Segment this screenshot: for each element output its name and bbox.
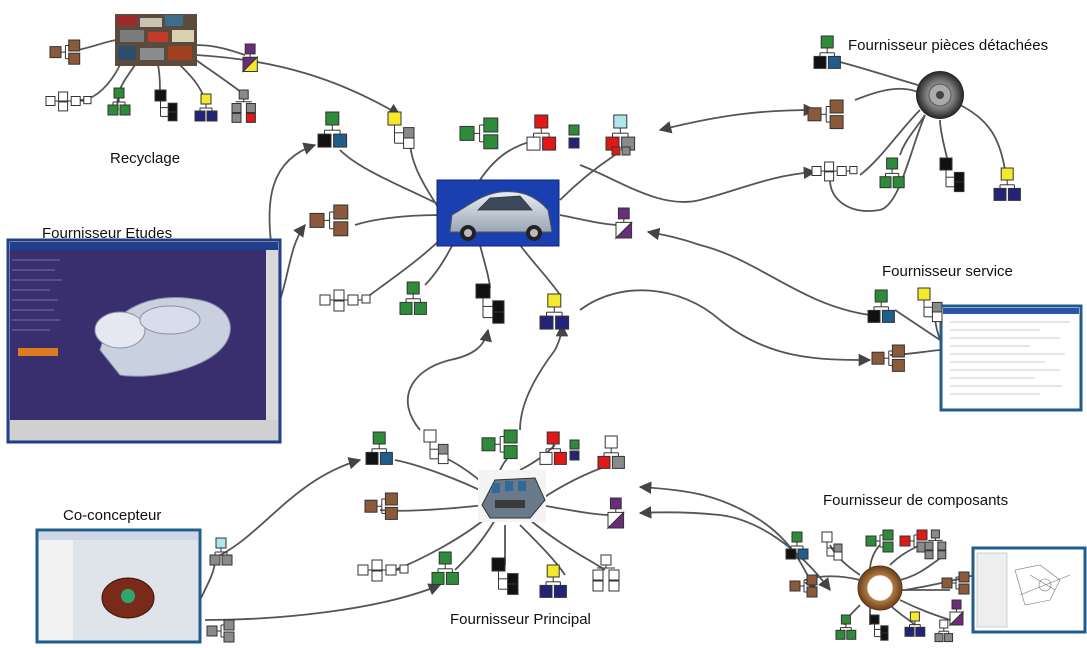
label-recyclage: Recyclage [110, 150, 180, 167]
tire-image [916, 71, 964, 119]
org-chart-icon [231, 89, 256, 123]
label-fournisseur-pieces: Fournisseur pièces détachées [848, 37, 1048, 54]
org-chart-icon [993, 167, 1021, 201]
org-chart-icon [364, 492, 398, 520]
org-chart-icon [611, 146, 631, 156]
label-fournisseur-etudes: Fournisseur Etudes [42, 225, 172, 242]
org-chart-icon [811, 161, 858, 182]
org-chart-icon [459, 117, 499, 150]
org-chart-icon [399, 281, 427, 315]
org-chart-icon [865, 529, 894, 553]
org-chart-icon [813, 35, 841, 69]
org-chart-icon [539, 564, 567, 598]
org-chart-icon [194, 93, 218, 122]
car-image [436, 179, 560, 247]
label-fournisseur-service: Fournisseur service [882, 263, 1013, 280]
org-chart-icon [475, 283, 505, 324]
org-chart-icons [45, 35, 1021, 643]
org-chart-icon [526, 114, 557, 151]
org-chart-icon [597, 435, 625, 469]
org-chart-icon [904, 611, 926, 637]
org-chart-icon [867, 289, 895, 323]
org-chart-icon [924, 529, 947, 560]
org-chart-icon [606, 497, 625, 530]
org-chart-icon [568, 124, 580, 149]
org-chart-icon [431, 551, 459, 585]
org-chart-icon [206, 619, 235, 643]
org-chart-icon [491, 557, 519, 595]
org-chart-icon [789, 574, 818, 598]
org-chart-icon [241, 43, 259, 73]
org-chart-icon [154, 89, 178, 122]
org-chart-icon [917, 287, 943, 323]
org-chart-icon [605, 114, 636, 151]
scrapyard-image [115, 14, 197, 66]
org-chart-icon [899, 529, 928, 553]
org-chart-icon [614, 207, 633, 240]
service-document-image [939, 304, 1083, 412]
org-chart-icon [539, 293, 570, 330]
label-co-concepteur: Co-concepteur [63, 507, 161, 524]
org-chart-icon [481, 429, 518, 460]
org-chart-icon [821, 531, 843, 561]
org-chart-icon [319, 289, 371, 312]
org-chart-icon [941, 571, 970, 595]
org-chart-icon [807, 99, 844, 130]
org-chart-icon [879, 157, 905, 189]
org-chart-icon [539, 431, 567, 465]
org-chart-icon [45, 91, 92, 112]
org-chart-icon [871, 344, 905, 372]
org-chart-icon [934, 619, 954, 643]
technical-drawing-image [971, 546, 1087, 634]
org-chart-icon [939, 157, 965, 193]
label-fournisseur-composants: Fournisseur de composants [823, 492, 1008, 509]
co-design-cad-screenshot [35, 528, 202, 644]
org-chart-icon [107, 87, 131, 116]
org-chart-icon [423, 429, 449, 465]
cad-software-screenshot [6, 238, 282, 444]
org-chart-icon [948, 599, 965, 627]
org-chart-icon [209, 537, 233, 566]
org-chart-icon [365, 431, 393, 465]
org-chart-icon [317, 111, 348, 148]
org-chart-icon [309, 204, 349, 237]
label-fournisseur-principal: Fournisseur Principal [450, 611, 591, 628]
engine-image [478, 470, 546, 522]
org-chart-icon [49, 39, 81, 65]
org-chart-icon [569, 439, 580, 461]
org-chart-icon [785, 531, 809, 560]
org-chart-icon [869, 614, 889, 641]
org-chart-icon [835, 614, 857, 640]
org-chart-icon [592, 554, 620, 592]
org-chart-icon [357, 559, 409, 582]
bearing-image [857, 565, 903, 611]
org-chart-icon [387, 111, 415, 149]
